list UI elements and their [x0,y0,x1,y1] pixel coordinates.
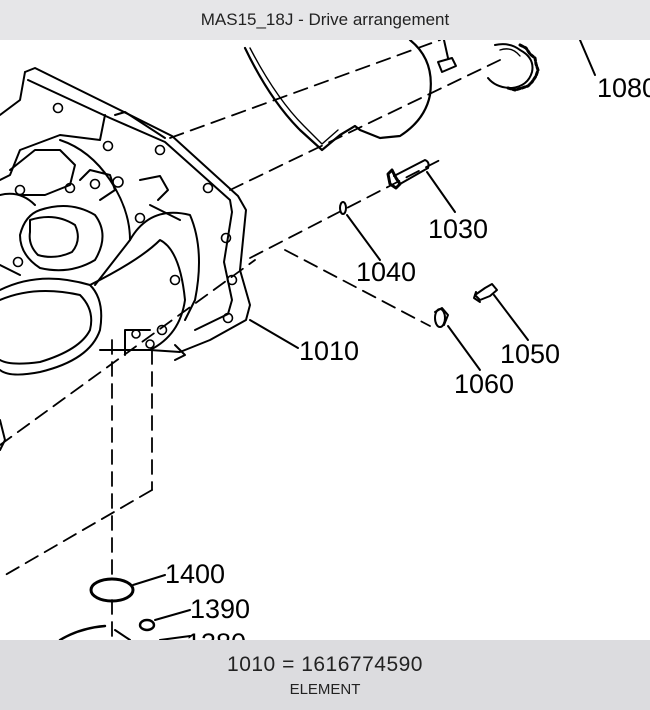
exploded-view-diagram[interactable]: 1080 1030 1040 1050 1010 1060 1400 1390 … [0,40,650,640]
housing-1010 [0,67,251,451]
circlip-1040 [339,201,381,261]
selected-part-line: 1010 = 1616774590 [227,653,423,677]
callout-1040[interactable]: 1040 [356,257,416,287]
pin-near-gear [437,40,457,73]
callout-1390[interactable]: 1390 [190,594,250,624]
housing-bolt-holes [12,102,238,349]
callout-1050[interactable]: 1050 [500,339,560,369]
selected-part-type: ELEMENT [289,680,361,698]
selected-part-info: 1010 = 1616774590 ELEMENT [0,640,650,710]
oring-1400 [89,574,166,603]
part-1390 [138,609,191,632]
callout-1010[interactable]: 1010 [299,336,359,366]
shaft-1030 [386,159,456,213]
page-title: MAS15_18J - Drive arrangement [0,0,650,40]
diagram-canvas: 1080 1030 1040 1050 1010 1060 1400 1390 … [0,40,650,640]
callout-labels: 1080 1030 1040 1050 1010 1060 1400 1390 … [165,73,650,640]
leader-1010 [249,319,299,349]
drive-belt [243,40,432,152]
selected-part-code: 1616774590 [301,652,423,676]
page-title-text: MAS15_18J - Drive arrangement [200,10,450,29]
callout-1080[interactable]: 1080 [597,73,650,103]
selected-part-number: 1010 [227,652,276,676]
equals-sign: = [282,652,295,676]
gear-1080 [487,40,596,92]
callout-1400[interactable]: 1400 [165,559,225,589]
washer-1060 [434,307,481,371]
screw-1050 [473,283,529,341]
callout-1030[interactable]: 1030 [428,214,488,244]
callout-1380[interactable]: 1380 [186,628,246,640]
part-1380 [58,624,191,640]
assembly-axis-lines [0,40,501,640]
callout-1060[interactable]: 1060 [454,369,514,399]
